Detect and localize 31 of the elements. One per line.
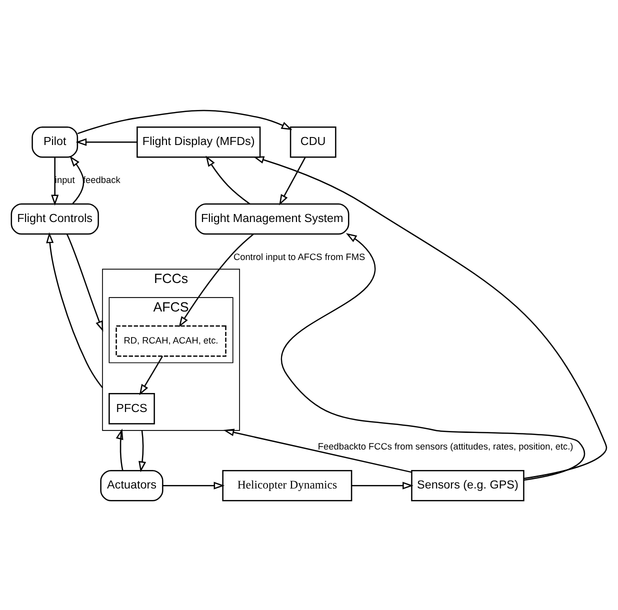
arrow xyxy=(139,355,164,395)
node-box: Helicopter Dynamics xyxy=(222,469,352,501)
arrow xyxy=(352,481,414,489)
node-box: RD, RCAH, ACAH, etc. xyxy=(116,324,226,356)
edge-label: input xyxy=(54,174,75,184)
node-box: Flight Controls xyxy=(10,202,99,234)
arrow xyxy=(178,233,254,327)
node-box: Sensors (e.g. GPS) xyxy=(411,469,524,501)
node-box: Flight Management System xyxy=(195,202,350,234)
arrow xyxy=(282,232,585,480)
node-box: Pilot xyxy=(32,126,78,158)
arrow xyxy=(77,109,292,134)
arrow xyxy=(116,428,124,470)
arrow xyxy=(70,155,84,204)
node-box: PFCS xyxy=(108,392,155,424)
node-box: Flight Display (MFDs) xyxy=(136,126,261,158)
arrow xyxy=(51,156,59,206)
arrow xyxy=(162,481,225,489)
arrow xyxy=(138,430,146,472)
arrow xyxy=(66,233,104,332)
node-box: CDU xyxy=(290,126,336,158)
edge-label: Feedbackto FCCs from sensors (attitudes, rates, position, etc.) xyxy=(318,441,574,452)
arrow xyxy=(76,138,138,146)
arrow xyxy=(279,156,306,205)
edge-label: Control input to AFCS from FMS xyxy=(233,251,366,262)
arrow xyxy=(206,155,250,204)
node-box: Actuators xyxy=(100,469,164,501)
edge-label: feedback xyxy=(83,174,120,184)
arrow xyxy=(253,156,607,479)
arrow xyxy=(223,428,412,472)
arrow xyxy=(46,232,103,388)
